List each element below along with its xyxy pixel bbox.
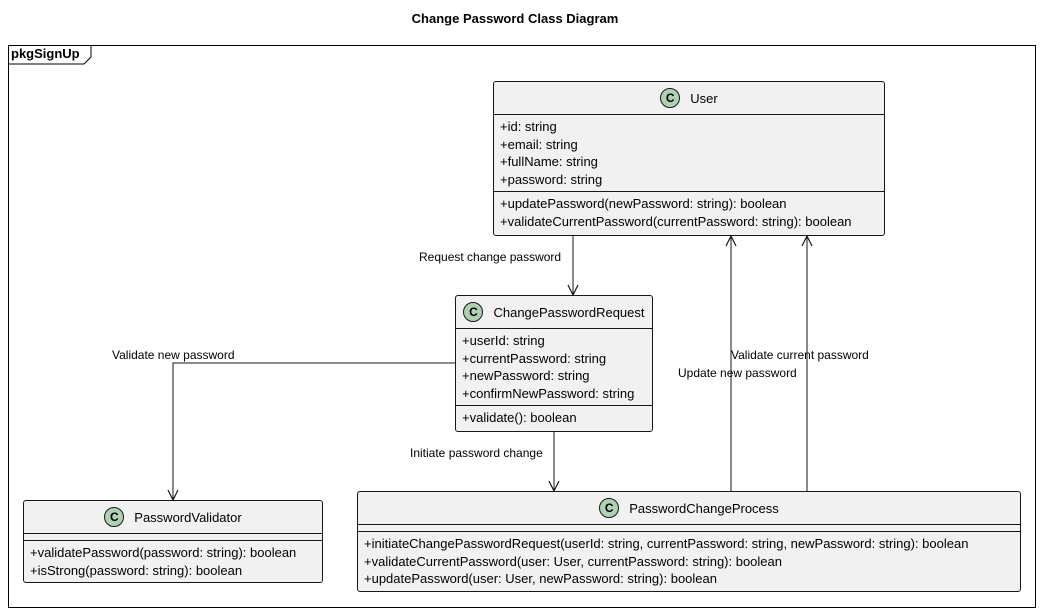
- edge-label-request-change: Request change password: [419, 250, 562, 264]
- class-name: PasswordValidator: [134, 509, 242, 525]
- attribute: +password: string: [500, 171, 603, 187]
- method: +validatePassword(password: string): boo…: [30, 545, 297, 560]
- attribute: +newPassword: string: [462, 368, 590, 384]
- method: +validate(): boolean: [462, 410, 577, 426]
- edge-label-validate-current: Validate current password: [731, 348, 869, 362]
- package-frame: [8, 45, 1036, 608]
- method: +isStrong(password: string): boolean: [30, 562, 243, 578]
- method: +updatePassword(user: User, newPassword:…: [364, 571, 717, 587]
- attribute: +confirmNewPassword: string: [462, 385, 635, 401]
- class-attributes: [24, 533, 322, 540]
- class-name: ChangePasswordRequest: [493, 304, 645, 320]
- class-stereotype-icon: C: [104, 507, 125, 527]
- class-password-change-process[interactable]: C PasswordChangeProcess +initiateChangeP…: [357, 491, 1021, 592]
- class-user[interactable]: C User +id: string +email: string +fullN…: [493, 81, 885, 236]
- attribute: +currentPassword: string: [462, 350, 607, 366]
- method: +initiateChangePasswordRequest(userId: s…: [364, 536, 969, 551]
- class-header: C ChangePasswordRequest: [456, 296, 652, 328]
- class-change-password-request[interactable]: C ChangePasswordRequest +userId: string …: [455, 295, 653, 432]
- attribute: +userId: string: [462, 333, 545, 348]
- diagram-title: Change Password Class Diagram: [411, 11, 619, 26]
- class-password-validator[interactable]: C PasswordValidator +validatePassword(pa…: [23, 500, 323, 583]
- class-attributes: +id: string +email: string +fullName: st…: [494, 114, 884, 191]
- class-name: User: [690, 90, 718, 106]
- attribute: +id: string: [500, 119, 557, 134]
- edge-label-initiate-change: Initiate password change: [410, 446, 543, 460]
- class-attributes: [358, 524, 1020, 531]
- attribute: +email: string: [500, 136, 578, 152]
- edge-validate-new: [173, 362, 455, 500]
- class-methods: +validatePassword(password: string): boo…: [24, 540, 322, 582]
- edge-label-update-new: Update new password: [678, 366, 797, 380]
- class-stereotype-icon: C: [463, 302, 484, 322]
- class-header: C User: [494, 82, 884, 114]
- package-label: pkgSignUp: [11, 46, 80, 61]
- class-attributes: +userId: string +currentPassword: string…: [456, 328, 652, 405]
- method: +updatePassword(newPassword: string): bo…: [500, 196, 787, 212]
- class-methods: +initiateChangePasswordRequest(userId: s…: [358, 531, 1020, 591]
- class-stereotype-icon: C: [599, 498, 620, 518]
- class-stereotype-icon: C: [660, 88, 681, 108]
- class-methods: +validate(): boolean: [456, 405, 652, 430]
- method: +validateCurrentPassword(user: User, cur…: [364, 553, 782, 569]
- attribute: +fullName: string: [500, 154, 598, 170]
- class-header: C PasswordValidator: [24, 501, 322, 533]
- edge-label-validate-new: Validate new password: [112, 348, 235, 362]
- method: +validateCurrentPassword(currentPassword…: [500, 213, 852, 229]
- class-name: PasswordChangeProcess: [629, 500, 779, 516]
- class-header: C PasswordChangeProcess: [358, 492, 1020, 524]
- class-methods: +updatePassword(newPassword: string): bo…: [494, 191, 884, 233]
